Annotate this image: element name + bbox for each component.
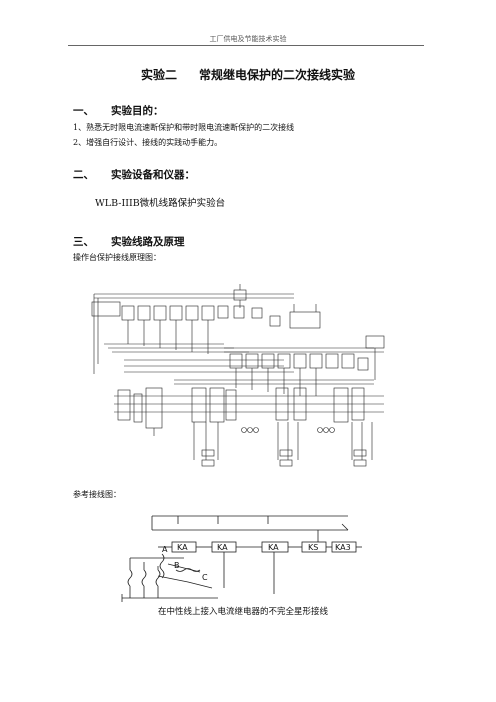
section-title: 实验目的： [111, 105, 164, 117]
section-heading-equipment: 二、 实验设备和仪器： [73, 167, 195, 182]
phase-label-c: C [202, 573, 208, 582]
relay-label: KA3 [335, 543, 351, 552]
reference-diagram-caption: 在中性线上接入电流继电器的不完全星形接线 [158, 606, 329, 617]
equipment-name: WLB-IIIB微机线路保护实验台 [95, 198, 226, 209]
page-header: 工厂供电及节能技术实验 [209, 35, 287, 43]
title-number: 实验二 [140, 68, 177, 82]
title-text: 常规继电保护的二次接线实验 [199, 68, 356, 82]
section-heading-circuit: 三、 实验线路及原理 [73, 234, 185, 249]
relay-label: KS [308, 543, 318, 552]
protection-schematic-diagram [91, 284, 385, 467]
reference-wiring-diagram: A B C KA KA KA KS KA3 在中性线上接入电流继电器的不完全星形… [121, 515, 362, 617]
purpose-line-2: 2、增强自行设计、接线的实践动手能力。 [73, 138, 223, 147]
relay-label: KA [268, 543, 279, 552]
section-heading-purpose: 一、 实验目的： [73, 103, 164, 118]
phase-label-b: B [174, 561, 180, 570]
purpose-line-1: 1、熟悉无时限电流速断保护和带时限电流速断保护的二次接线 [73, 123, 295, 132]
section-title: 实验线路及原理 [111, 236, 185, 248]
section-title: 实验设备和仪器： [111, 169, 195, 181]
section-number: 二、 [73, 169, 94, 181]
section-number: 三、 [73, 236, 94, 248]
phase-label-a: A [162, 545, 168, 554]
header-rule [68, 45, 424, 46]
relay-label: KA [217, 543, 228, 552]
schematic-label: 操作台保护接线原理图： [73, 253, 161, 262]
reference-label: 参考接线图： [73, 490, 121, 499]
experiment-title: 实验二 常规继电保护的二次接线实验 [0, 66, 496, 83]
section-number: 一、 [73, 105, 94, 117]
relay-label: KA [177, 543, 188, 552]
